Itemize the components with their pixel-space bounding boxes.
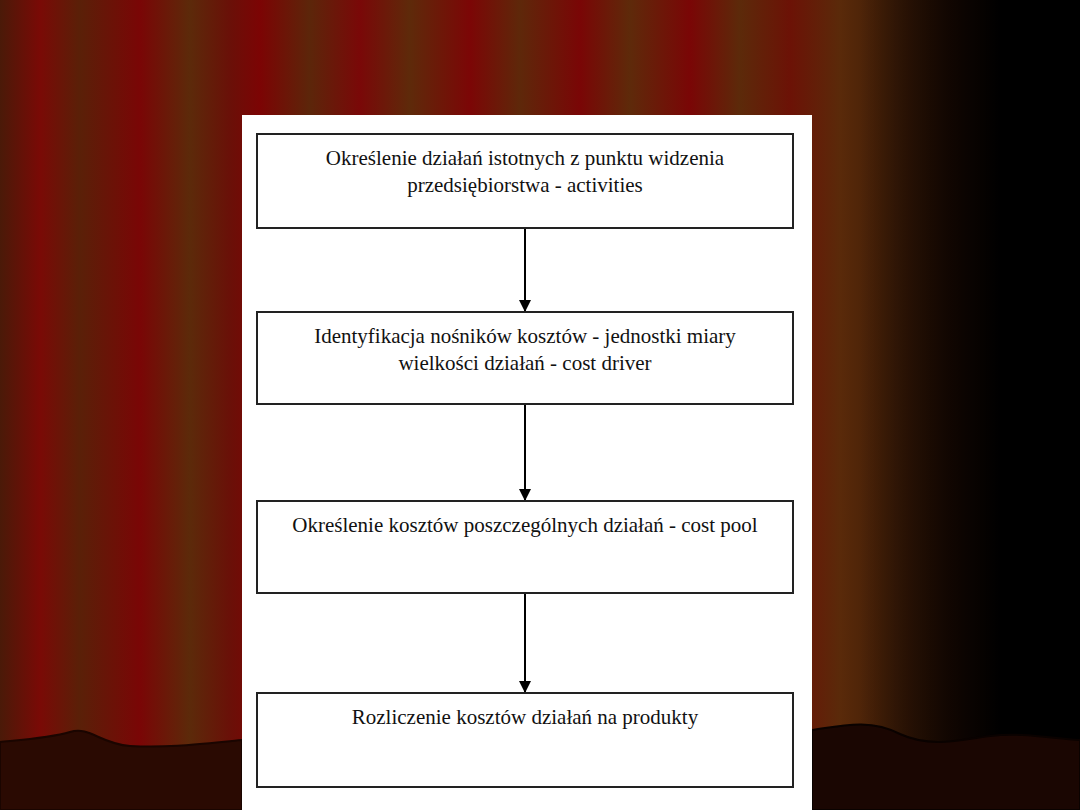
process-box: Rozliczenie kosztów działań na produkty: [256, 692, 794, 788]
process-box: Określenie kosztów poszczególnych działa…: [256, 500, 794, 594]
process-box: Określenie działań istotnych z punktu wi…: [256, 133, 794, 229]
box-label: Określenie działań istotnych z punktu wi…: [272, 145, 778, 200]
box-label: Rozliczenie kosztów działań na produkty: [272, 704, 778, 731]
box-label: Określenie kosztów poszczególnych działa…: [272, 512, 778, 539]
flow-arrow: [524, 229, 526, 311]
flow-arrow: [524, 594, 526, 692]
box-label: Identyfikacja nośników kosztów - jednost…: [272, 323, 778, 378]
process-box: Identyfikacja nośników kosztów - jednost…: [256, 311, 794, 405]
flow-arrow: [524, 405, 526, 500]
